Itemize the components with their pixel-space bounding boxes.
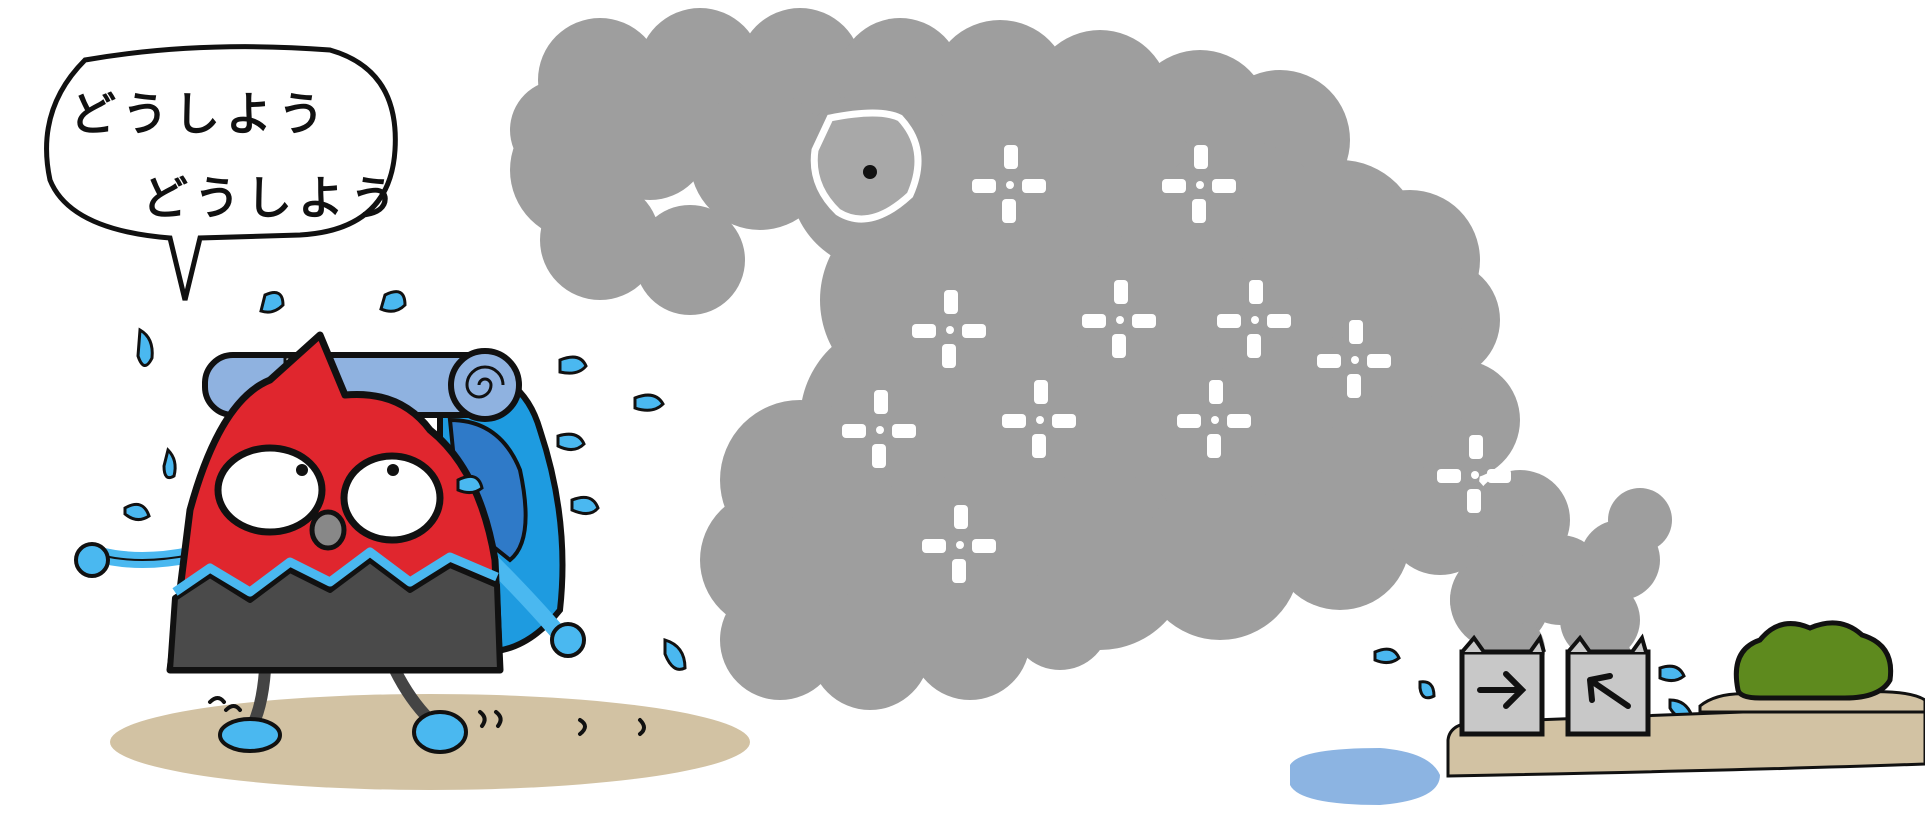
smoke-monster — [510, 8, 1672, 710]
smoke-pinwheel-marks — [842, 145, 1511, 583]
factory-chimney-left — [1459, 633, 1546, 737]
arrow-right-icon — [1477, 671, 1527, 709]
pond — [1290, 748, 1440, 805]
speech-line-1: どうしよう — [70, 87, 330, 141]
bush — [1733, 620, 1894, 701]
speech-bubble — [44, 44, 398, 301]
character-left-eye-icon — [214, 444, 326, 536]
factory-chimney-right — [1565, 633, 1651, 737]
arrow-left-icon — [1587, 673, 1631, 709]
smoke-eye-icon — [810, 109, 922, 223]
motion-marks — [208, 696, 646, 736]
sweat-drop-icon — [123, 290, 1694, 720]
speech-line-2: どうしよう — [142, 171, 402, 225]
character-right-eye-icon — [340, 452, 444, 544]
mountain-character — [74, 331, 586, 754]
